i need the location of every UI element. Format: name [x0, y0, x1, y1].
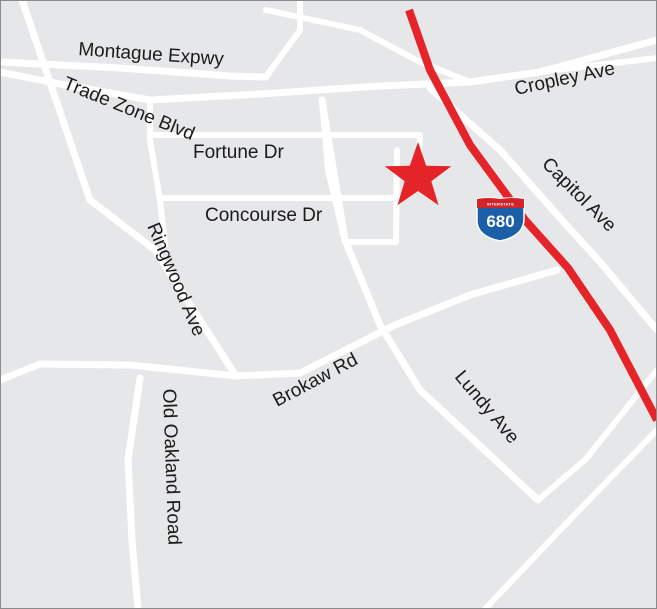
road-lundy-ave [318, 96, 542, 504]
road-ringwood-ave [18, 0, 240, 380]
road-old-oakland-road [124, 374, 144, 609]
shield-top-label: INTERSTATE [487, 202, 515, 207]
shield-number: 680 [486, 212, 514, 231]
label-concourse-dr: Concourse Dr [205, 205, 323, 226]
road-montague-connector [263, 0, 303, 80]
road-southeast-spur [482, 427, 657, 609]
road-top-diagonal [263, 7, 473, 85]
road-capitol-ave [426, 84, 657, 334]
road-concourse-loop [342, 147, 400, 245]
road-cropley-ave [467, 55, 657, 85]
label-fortune-dr: Fortune Dr [193, 142, 284, 163]
road-southeast [535, 367, 657, 503]
shield-top-band [477, 198, 524, 208]
interstate-680-shield-icon: INTERSTATE 680 [476, 197, 525, 242]
road-brokaw-rd [0, 266, 561, 384]
road-west-side [147, 97, 168, 248]
star-icon [384, 142, 452, 206]
interstate-680-freeway [405, 8, 657, 422]
road-montague-expwy [0, 58, 270, 81]
